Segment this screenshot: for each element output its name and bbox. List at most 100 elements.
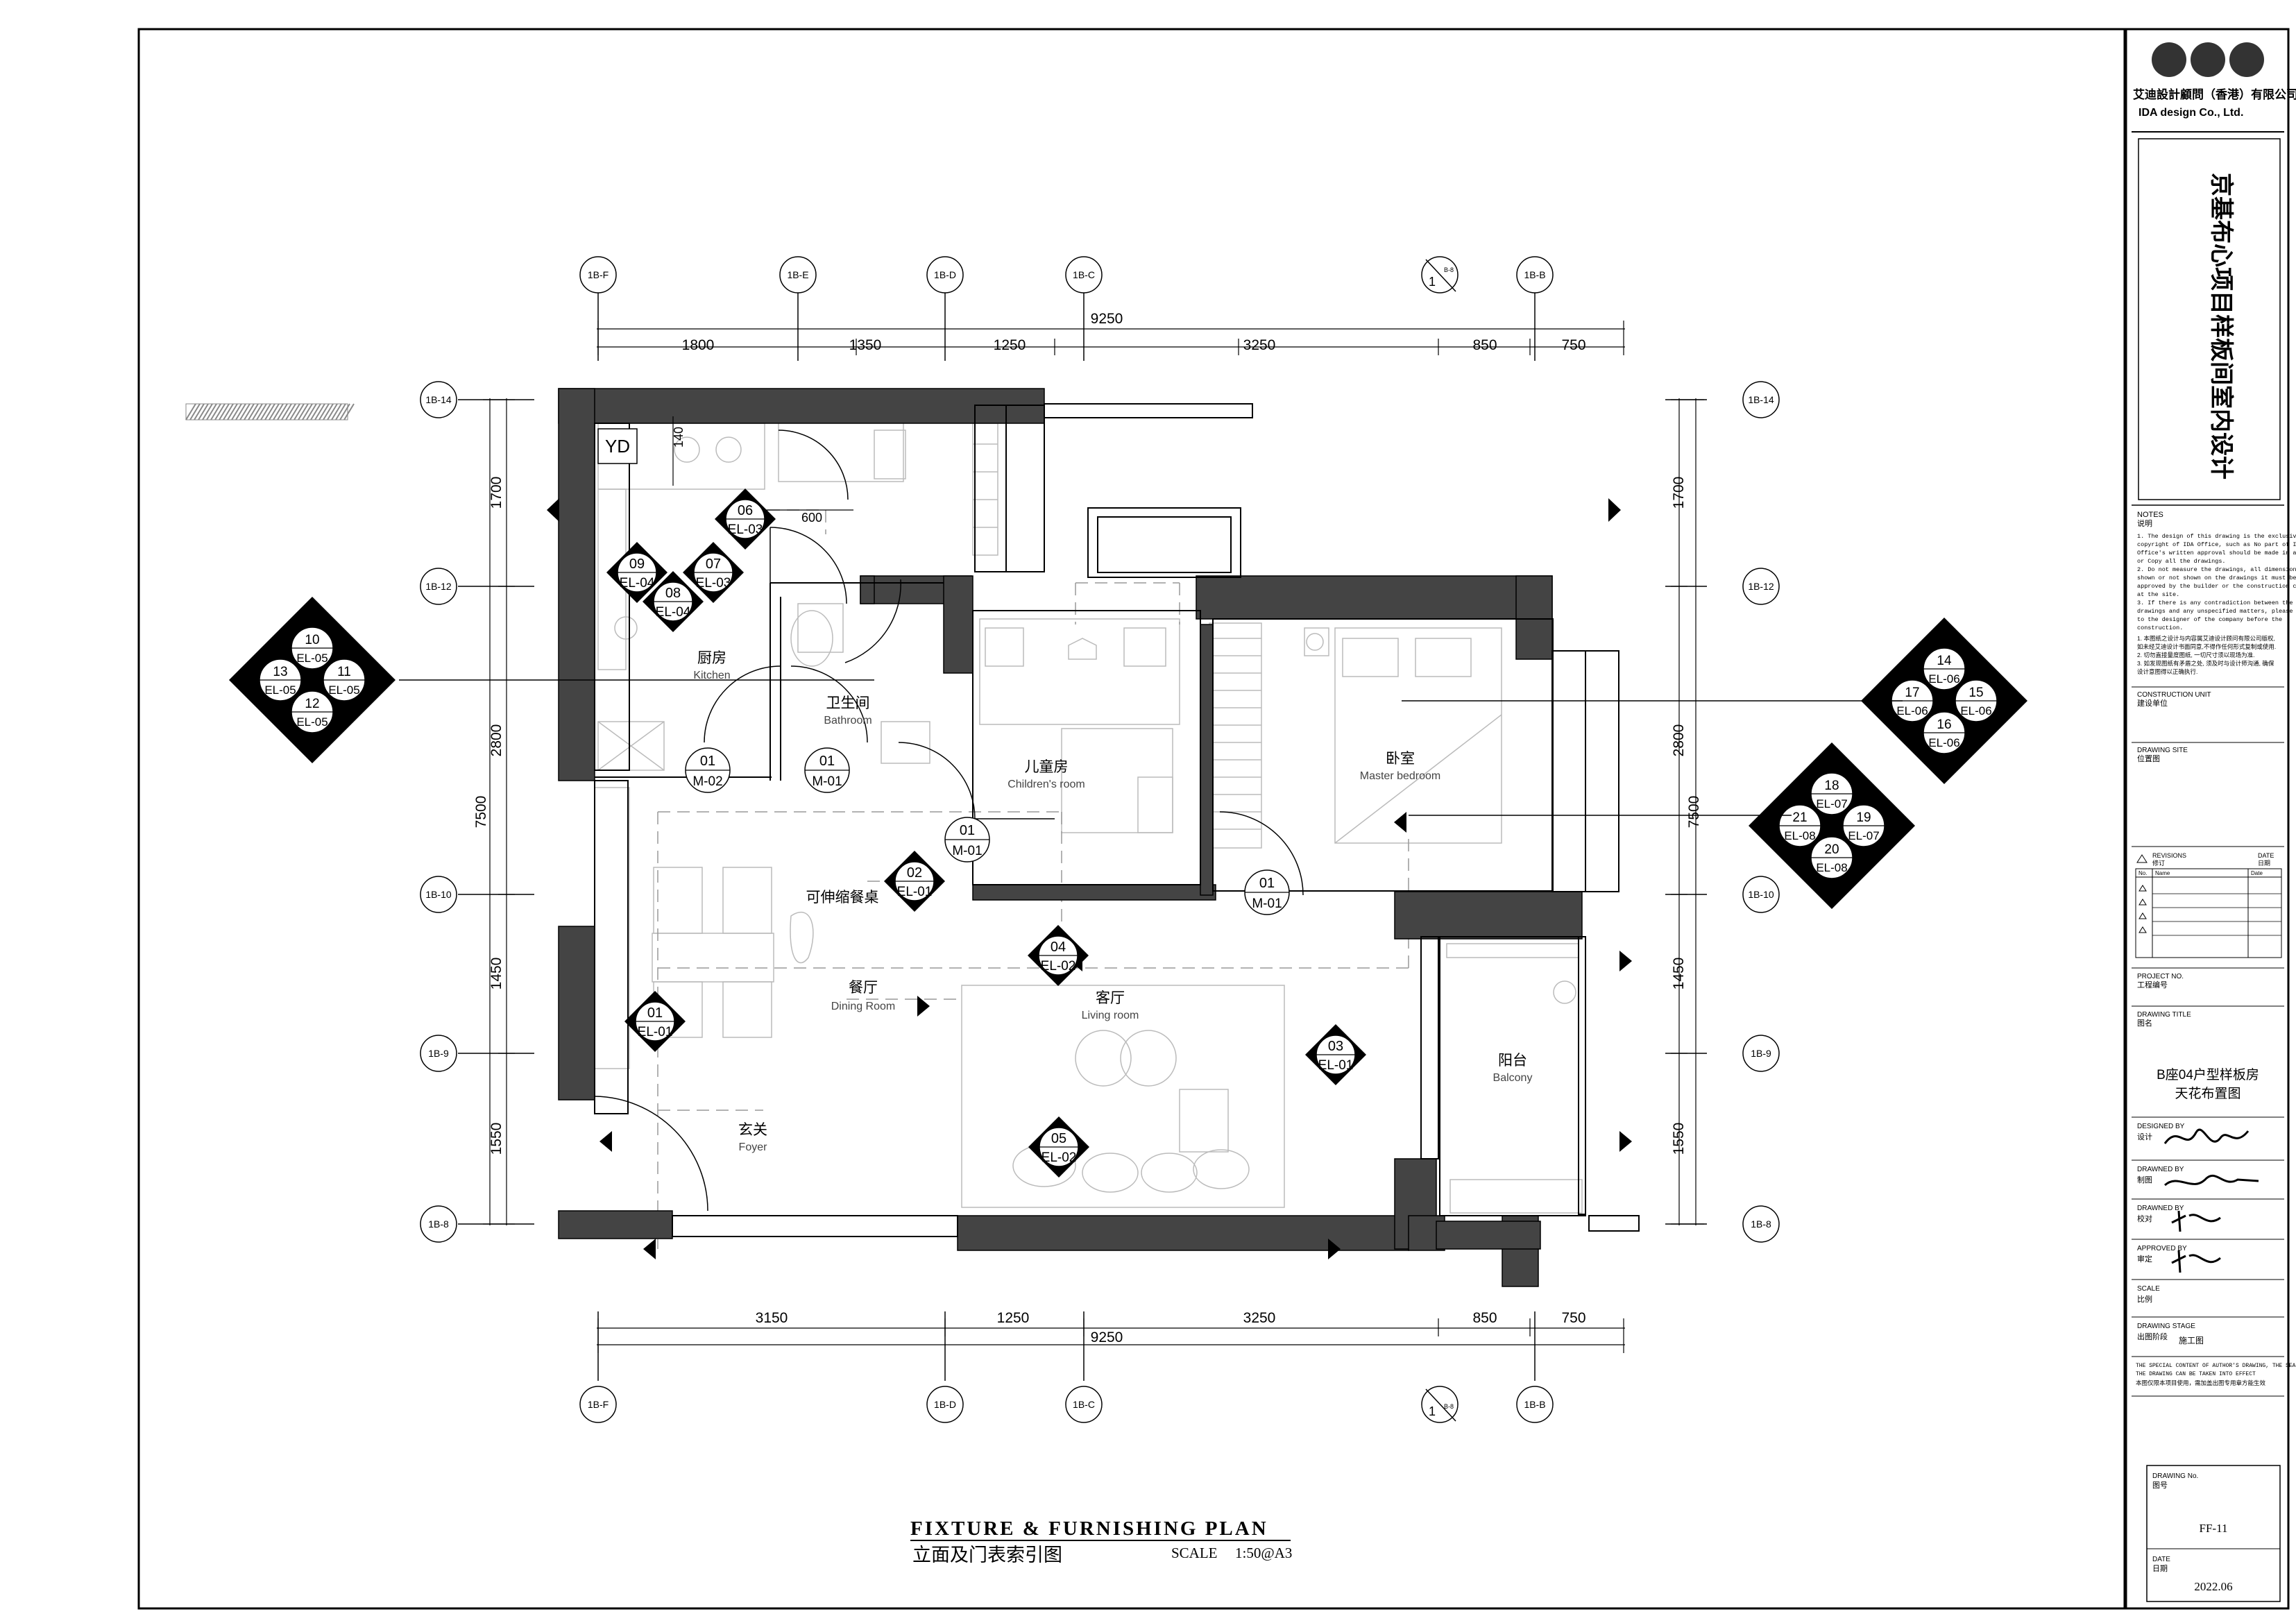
company-logo	[2152, 42, 2264, 77]
svg-text:B-8: B-8	[1444, 1403, 1454, 1410]
construction-unit-cn: 建设单位	[2137, 698, 2168, 708]
date-label-cn: 日期	[2152, 1564, 2168, 1573]
svg-text:1350: 1350	[849, 337, 882, 353]
plan-title: FIXTURE & FURNISHING PLAN 立面及门表索引图 SCALE…	[910, 1518, 1292, 1565]
svg-text:17: 17	[1905, 686, 1919, 700]
svg-text:EL-05: EL-05	[264, 683, 296, 697]
svg-text:13: 13	[273, 665, 287, 679]
grid-bubble-top-f: 1B-F	[579, 256, 617, 294]
dimension-top-text: 9250 1800 1350 1250 3250 850 750	[682, 311, 1586, 353]
outer-frame	[137, 28, 2126, 1610]
svg-text:1B-C: 1B-C	[1073, 1399, 1095, 1410]
drawn-by-cn: 制图	[2137, 1175, 2152, 1184]
revisions-date-cn: 日期	[2258, 860, 2270, 867]
kitchen-dims: 140 600	[672, 416, 853, 525]
svg-text:1B-8: 1B-8	[1751, 1218, 1771, 1230]
svg-text:7500: 7500	[473, 796, 489, 829]
svg-text:15: 15	[1968, 686, 1983, 700]
svg-text:EL-08: EL-08	[1784, 829, 1815, 842]
revisions-cn: 修订	[2152, 859, 2165, 867]
svg-text:140: 140	[672, 427, 686, 448]
drawn-by-en: DRAWNED BY	[2137, 1166, 2184, 1173]
svg-text:09: 09	[629, 556, 645, 572]
drawing-title-en: DRAWING TITLE	[2137, 1011, 2191, 1019]
door-tag: 01M-01	[1244, 869, 1290, 915]
children-label-cn: 儿童房	[1025, 759, 1069, 775]
drawing-stage-cn: 出图阶段	[2137, 1332, 2168, 1341]
designed-by-en: DESIGNED BY	[2137, 1123, 2185, 1130]
svg-text:EL-02: EL-02	[1041, 959, 1076, 974]
svg-text:2800: 2800	[488, 724, 504, 757]
door-swings	[594, 430, 1304, 1212]
drawing-no-cn: 图号	[2152, 1481, 2168, 1490]
balcony-label-en: Balcony	[1493, 1072, 1533, 1084]
legal-note-cn: 本图仅限本项目使用，需加盖出图专用章方能生效	[2136, 1379, 2266, 1386]
svg-text:750: 750	[1561, 1310, 1585, 1326]
svg-text:1: 1	[1429, 275, 1436, 289]
grid-bubble-bottom-f: 1B-F	[579, 1386, 617, 1423]
foyer-label-cn: 玄关	[738, 1122, 767, 1138]
svg-text:1550: 1550	[1671, 1123, 1687, 1155]
grid-bubble-top-d: 1B-D	[926, 256, 964, 294]
svg-text:7500: 7500	[1686, 796, 1702, 829]
drafter-signature	[2163, 1174, 2259, 1187]
svg-text:1B-E: 1B-E	[787, 269, 808, 280]
plan-subtitle: 立面及门表索引图	[912, 1545, 1062, 1565]
scale-label: SCALE	[1171, 1545, 1218, 1561]
elevation-markers: 06EL-0309EL-0407EL-0308EL-0402EL-0104EL-…	[606, 488, 1366, 1178]
svg-text:01: 01	[647, 1005, 663, 1021]
approved-by-cn: 审定	[2137, 1254, 2152, 1264]
grid-bubble-left-8: 1B-8	[420, 1205, 457, 1243]
revisions-table: REVISIONS 修订 DATE 日期 No. Name Date	[2135, 852, 2282, 958]
svg-text:1700: 1700	[488, 477, 504, 509]
grid-bubble-right-8: 1B-8	[1742, 1205, 1780, 1243]
svg-text:1B-B: 1B-B	[1524, 1399, 1545, 1410]
grid-bubble-right-12: 1B-12	[1742, 568, 1780, 605]
svg-text:04: 04	[1051, 940, 1066, 955]
titleblock-frame	[2125, 28, 2290, 1610]
svg-text:1B-12: 1B-12	[425, 581, 452, 592]
table-label-cn: 可伸缩餐桌	[806, 890, 879, 906]
svg-text:20: 20	[1824, 842, 1839, 857]
svg-text:1250: 1250	[994, 337, 1026, 353]
door-tag: 01M-01	[804, 747, 850, 793]
grid-bubble-left-9: 1B-9	[420, 1035, 457, 1072]
svg-text:19: 19	[1856, 810, 1871, 825]
svg-text:EL-04: EL-04	[656, 605, 691, 620]
svg-text:EL-01: EL-01	[897, 885, 933, 899]
dimension-left	[483, 398, 515, 1225]
svg-text:1B-14: 1B-14	[1748, 394, 1774, 405]
dimension-top	[597, 321, 1625, 355]
svg-text:10: 10	[305, 633, 319, 647]
designed-by-cn: 设计	[2137, 1132, 2152, 1141]
foyer-label-en: Foyer	[739, 1141, 768, 1153]
titleblock: 艾迪設計顧問（香港）有限公司 IDA design Co., Ltd. 京基布心…	[2132, 42, 2296, 1602]
svg-text:3250: 3250	[1243, 337, 1276, 353]
drawing-title-cn: 图名	[2137, 1018, 2152, 1028]
svg-text:M-01: M-01	[952, 844, 982, 858]
svg-text:21: 21	[1792, 810, 1807, 825]
notes-text-cn: 1. 本图纸之设计与内容属艾迪设计顾问有限公司版权, 如未经艾迪设计书面同意,不…	[2137, 635, 2278, 675]
svg-text:12: 12	[305, 697, 319, 711]
svg-text:9250: 9250	[1091, 311, 1123, 327]
grid-bubble-left-12: 1B-12	[420, 568, 457, 605]
dimension-left-text: 7500 1700 2800 1450 1550	[473, 477, 504, 1155]
svg-text:850: 850	[1472, 1310, 1497, 1326]
date-label-en: DATE	[2152, 1556, 2170, 1563]
master-label-cn: 卧室	[1386, 751, 1415, 767]
svg-text:EL-01: EL-01	[638, 1025, 673, 1039]
svg-text:01: 01	[700, 754, 715, 769]
section-lines	[399, 679, 1903, 816]
svg-text:11: 11	[337, 665, 351, 679]
svg-text:EL-04: EL-04	[620, 576, 655, 590]
svg-text:EL-03: EL-03	[728, 522, 763, 537]
grid-bubble-left-14: 1B-14	[420, 381, 457, 418]
door-tag: 01M-01	[944, 817, 990, 863]
drawing-no-en: DRAWING No.	[2152, 1472, 2198, 1480]
drawing-title-line2: 天花布置图	[2175, 1086, 2240, 1101]
svg-text:1B-D: 1B-D	[934, 269, 956, 280]
